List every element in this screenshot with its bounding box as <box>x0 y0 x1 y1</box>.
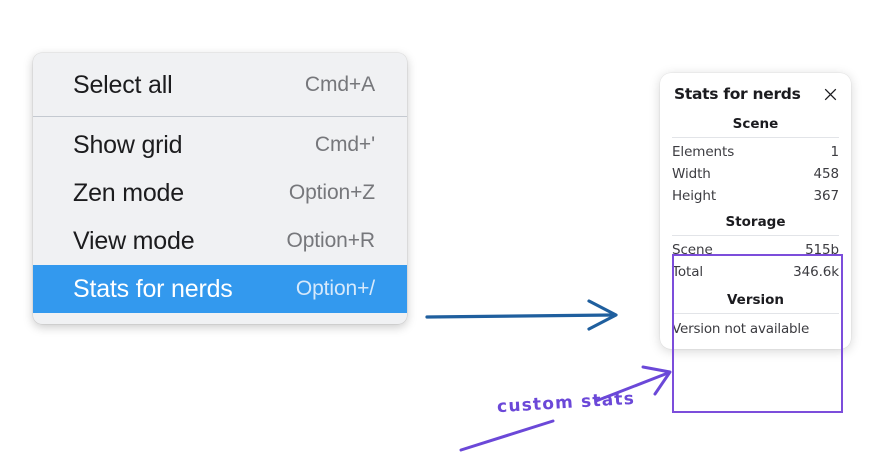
stat-row-storage-scene: Scene 515b <box>672 239 839 261</box>
version-note: Version not available <box>672 321 810 337</box>
menu-item-shortcut: Option+/ <box>295 277 375 300</box>
stat-key: Height <box>672 188 717 204</box>
stat-key: Elements <box>672 144 735 160</box>
stat-key: Total <box>672 264 704 280</box>
storage-divider <box>672 235 839 236</box>
context-menu[interactable]: Select all Cmd+A Show grid Cmd+' Zen mod… <box>33 53 407 324</box>
scene-divider <box>672 137 839 138</box>
menu-item-show-grid[interactable]: Show grid Cmd+' <box>33 121 407 169</box>
custom-stats-group: Storage Scene 515b Total 346.6k Version … <box>660 207 851 338</box>
panel-title: Stats for nerds <box>674 85 801 103</box>
line-segment <box>459 419 555 452</box>
scene-group: Scene Elements 1 Width 458 Height 367 <box>660 115 851 207</box>
panel-header: Stats for nerds <box>660 85 851 103</box>
arrow-right-icon <box>425 299 618 331</box>
stats-for-nerds-panel[interactable]: Stats for nerds Scene Elements 1 Width 4… <box>660 73 851 413</box>
stat-value: 515b <box>805 242 839 258</box>
menu-item-label: Zen mode <box>73 178 184 207</box>
menu-item-label: Select all <box>73 70 173 99</box>
close-icon[interactable] <box>822 86 839 103</box>
menu-item-select-all[interactable]: Select all Cmd+A <box>33 61 407 109</box>
menu-item-shortcut: Cmd+' <box>314 133 375 156</box>
menu-divider <box>33 116 407 117</box>
custom-stats-annotation-label: custom stats <box>496 388 636 418</box>
version-divider <box>672 313 839 314</box>
menu-item-zen-mode[interactable]: Zen mode Option+Z <box>33 169 407 217</box>
panel-body: Scene Elements 1 Width 458 Height 367 St… <box>660 115 851 338</box>
scene-heading: Scene <box>732 116 779 132</box>
stat-row-height: Height 367 <box>672 185 839 207</box>
menu-section-1: Select all Cmd+A <box>33 57 407 113</box>
stat-key: Width <box>672 166 711 182</box>
storage-heading: Storage <box>725 214 786 230</box>
stat-row-elements: Elements 1 <box>672 141 839 163</box>
version-heading: Version <box>726 292 785 308</box>
menu-item-stats-for-nerds[interactable]: Stats for nerds Option+/ <box>33 265 407 313</box>
stat-row-width: Width 458 <box>672 163 839 185</box>
menu-item-label: Show grid <box>73 130 183 159</box>
menu-section-2: Show grid Cmd+' Zen mode Option+Z View m… <box>33 117 407 317</box>
stat-value: 346.6k <box>793 264 839 280</box>
stat-row-storage-total: Total 346.6k <box>672 261 839 283</box>
stat-value: 367 <box>813 188 840 204</box>
menu-item-label: Stats for nerds <box>73 274 233 303</box>
stat-value: 1 <box>830 144 840 160</box>
menu-item-shortcut: Option+Z <box>288 181 375 204</box>
menu-item-shortcut: Option+R <box>286 229 375 252</box>
stat-key: Scene <box>672 242 713 258</box>
menu-item-view-mode[interactable]: View mode Option+R <box>33 217 407 265</box>
menu-item-label: View mode <box>73 226 195 255</box>
menu-item-shortcut: Cmd+A <box>304 73 375 96</box>
stat-value: 458 <box>813 166 840 182</box>
